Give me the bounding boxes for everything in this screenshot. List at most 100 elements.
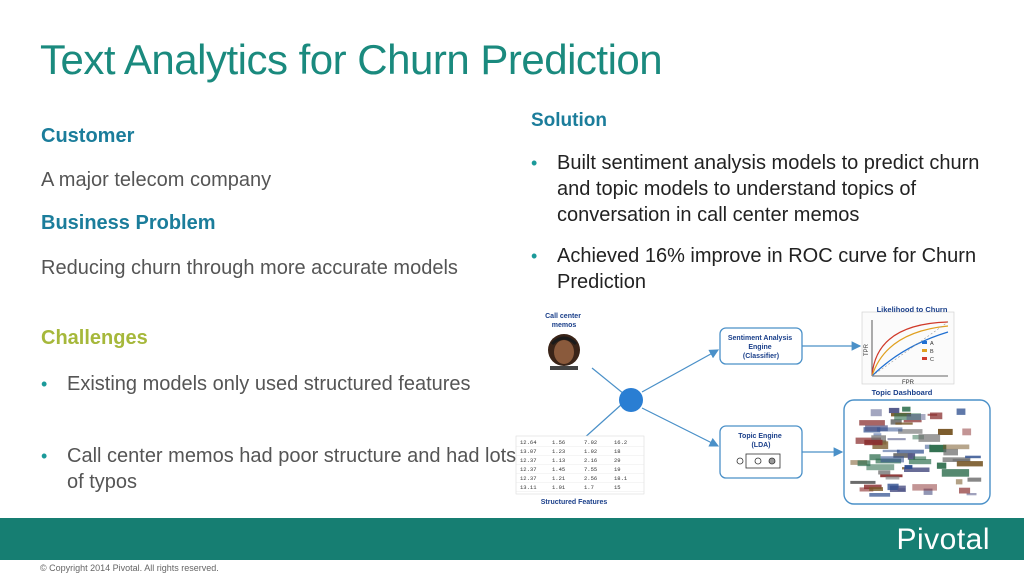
word-cloud-term: [943, 448, 958, 456]
word-cloud-term: [967, 477, 982, 482]
word-cloud-term: [966, 493, 977, 496]
word-cloud-term: [871, 435, 886, 443]
merge-node: [619, 388, 643, 412]
table-cell: 18.1: [614, 475, 628, 482]
word-cloud-term: [942, 457, 971, 462]
word-cloud-term: [927, 413, 938, 416]
table-cell: 12.37: [520, 475, 537, 482]
sentiment-engine-label: Sentiment Analysis Engine (Classifier): [728, 335, 794, 360]
svg-text:B: B: [930, 349, 934, 355]
word-cloud-term: [956, 408, 966, 415]
edge-to-topic: [641, 407, 720, 447]
word-cloud-term: [869, 454, 881, 461]
slide-title: Text Analytics for Churn Prediction: [40, 36, 663, 83]
word-cloud-term: [908, 459, 932, 465]
table-cell: 2.56: [584, 475, 597, 482]
word-cloud-term: [936, 462, 947, 469]
table-cell: 7.02: [584, 439, 597, 446]
roc-curve-c: [871, 331, 949, 377]
structured-features-label: Structured Features: [541, 499, 608, 506]
footer-bar: [0, 518, 1024, 560]
word-cloud-term: [938, 428, 953, 435]
word-cloud-term: [895, 422, 913, 425]
table-cell: 1.21: [552, 475, 566, 482]
copyright-text: © Copyright 2014 Pivotal. All rights res…: [40, 563, 219, 573]
agent-avatar-icon: [548, 334, 580, 370]
edge-structured: [581, 403, 623, 441]
table-cell: 1.23: [552, 448, 565, 455]
word-cloud-term: [880, 474, 903, 478]
table-cell: 7.55: [584, 466, 597, 473]
word-cloud-term: [906, 414, 926, 420]
word-cloud-term: [873, 433, 882, 436]
word-cloud-term: [913, 456, 927, 460]
table-cell: 1.45: [552, 466, 565, 473]
word-cloud-term: [876, 427, 903, 432]
table-cell: 19: [614, 466, 621, 473]
likelihood-title: Likelihood to Churn: [877, 305, 948, 314]
word-cloud-term: [885, 476, 900, 480]
word-cloud-term: [907, 453, 916, 460]
table-cell: 1.13: [552, 457, 565, 464]
word-cloud-term: [869, 487, 883, 491]
call-center-label: Call center memos: [545, 313, 583, 329]
word-cloud-term: [859, 487, 874, 492]
topic-word-cloud: [850, 406, 983, 497]
word-cloud-term: [887, 483, 899, 491]
likelihood-chart: [861, 311, 955, 385]
word-cloud-term: [887, 438, 906, 441]
table-cell: 1.7: [584, 484, 594, 491]
table-cell: 12.37: [520, 466, 537, 473]
word-cloud-term: [962, 428, 972, 436]
table-cell: 1.92: [584, 448, 597, 455]
table-cell: 12.37: [520, 457, 537, 464]
word-cloud-term: [850, 480, 876, 484]
roc-legend: A B C: [922, 341, 934, 363]
word-cloud-term: [857, 460, 871, 467]
table-cell: 13.11: [520, 484, 537, 491]
word-cloud-term: [965, 455, 981, 459]
solution-item: Achieved 16% improve in ROC curve for Ch…: [531, 243, 997, 295]
customer-text: A major telecom company: [41, 169, 272, 191]
word-cloud-term: [890, 419, 902, 425]
table-cell: 18: [614, 448, 621, 455]
word-cloud-term: [912, 435, 924, 440]
word-cloud-term: [870, 409, 882, 417]
churn-pipeline-diagram: Call center memos Sentiment Analysis Eng…: [510, 298, 1010, 510]
word-cloud-term: [955, 479, 963, 485]
word-cloud-term: [880, 456, 904, 463]
svg-text:C: C: [930, 357, 934, 363]
table-cell: 1.56: [552, 439, 565, 446]
topic-engine-label: Topic Engine (LDA): [738, 433, 783, 449]
word-cloud-term: [930, 412, 943, 420]
svg-text:A: A: [930, 341, 934, 347]
problem-heading: Business Problem: [41, 212, 216, 234]
tpr-label: TPR: [864, 343, 870, 356]
word-cloud-term: [869, 493, 891, 497]
challenges-heading: Challenges: [41, 327, 148, 349]
customer-heading: Customer: [41, 125, 135, 147]
word-cloud-term: [864, 439, 883, 446]
word-cloud-term: [898, 429, 923, 434]
topic-dashboard-label: Topic Dashboard: [872, 388, 933, 397]
edge-to-sentiment: [641, 349, 720, 393]
roc-curve-a: [871, 321, 949, 377]
pivotal-logo: Pivotal: [896, 523, 990, 556]
word-cloud-term: [959, 487, 971, 494]
word-cloud-term: [941, 469, 970, 477]
table-cell: 16.2: [614, 439, 627, 446]
word-cloud-term: [918, 434, 941, 442]
solution-heading: Solution: [531, 110, 607, 131]
table-cell: 1.01: [552, 484, 566, 491]
challenge-item: Existing models only used structured fea…: [41, 371, 487, 397]
roc-curve-b: [871, 325, 949, 377]
word-cloud-term: [904, 467, 930, 472]
problem-text: Reducing churn through more accurate mod…: [41, 257, 458, 279]
word-cloud-term: [929, 444, 947, 453]
word-cloud-term: [923, 488, 933, 495]
table-cell: 2.16: [584, 457, 597, 464]
table-cell: 15: [614, 484, 621, 491]
challenge-item: Call center memos had poor structure and…: [41, 443, 527, 495]
word-cloud-term: [902, 406, 911, 412]
